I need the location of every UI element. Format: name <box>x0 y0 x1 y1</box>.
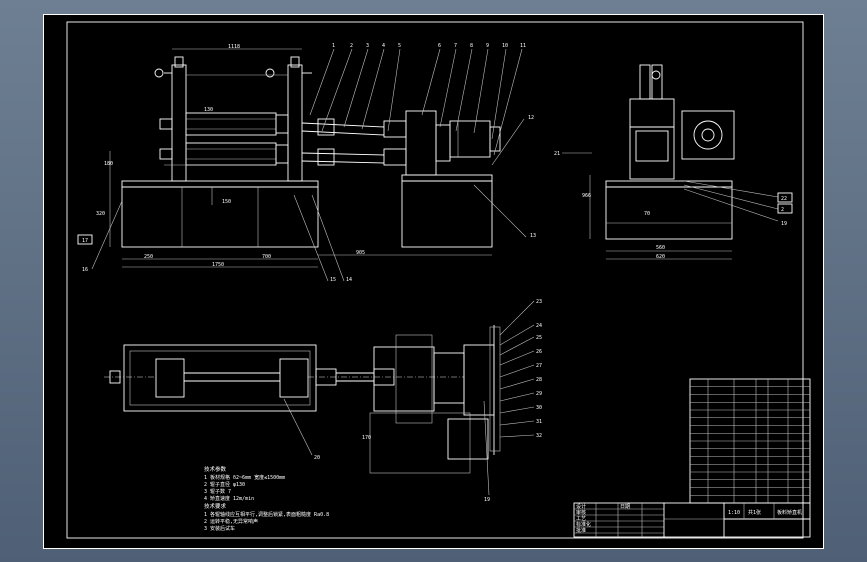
svg-text:966: 966 <box>582 193 591 199</box>
svg-text:审核: 审核 <box>576 509 586 516</box>
svg-text:7: 7 <box>454 43 457 49</box>
svg-text:16: 16 <box>82 267 88 273</box>
svg-text:13: 13 <box>530 233 536 239</box>
cardan-shaft <box>301 122 385 128</box>
drive-motor <box>449 120 491 158</box>
svg-text:3: 3 <box>366 43 369 49</box>
svg-text:250: 250 <box>144 254 153 260</box>
svg-text:180: 180 <box>104 161 113 167</box>
svg-text:标准化: 标准化 <box>576 521 591 528</box>
side-base <box>605 180 733 240</box>
side-view: 560 620 70 966 21 22 2 19 <box>554 64 793 260</box>
svg-text:2 运转平稳,无异常响声: 2 运转平稳,无异常响声 <box>204 518 258 525</box>
svg-text:23: 23 <box>536 299 542 305</box>
svg-text:3 安装后试车: 3 安装后试车 <box>204 525 235 532</box>
svg-text:2: 2 <box>350 43 353 49</box>
svg-text:150: 150 <box>222 199 231 205</box>
drawing-scale: 1:10 <box>728 510 740 516</box>
svg-text:29: 29 <box>536 391 542 397</box>
front-view: 1118 130 150 250 1750 700 905 180 320 1 … <box>77 43 536 283</box>
svg-text:批准: 批准 <box>576 527 586 534</box>
motor-base <box>401 174 493 248</box>
svg-text:620: 620 <box>656 254 665 260</box>
svg-text:1 板材规格 δ2~6mm 宽度≤1500mm: 1 板材规格 δ2~6mm 宽度≤1500mm <box>204 474 285 481</box>
svg-text:130: 130 <box>204 107 213 113</box>
lower-roll <box>185 142 277 166</box>
handwheel-icon <box>651 70 661 80</box>
svg-text:14: 14 <box>346 277 352 283</box>
svg-text:9: 9 <box>486 43 489 49</box>
svg-text:560: 560 <box>656 245 665 251</box>
svg-text:技术要求: 技术要求 <box>204 502 227 510</box>
svg-text:4 矫直速度 12m/min: 4 矫直速度 12m/min <box>204 495 254 502</box>
machine-base <box>121 180 319 248</box>
svg-text:19: 19 <box>484 497 490 503</box>
inner-frame <box>66 21 804 539</box>
svg-text:700: 700 <box>262 254 271 260</box>
svg-text:70: 70 <box>644 211 650 217</box>
svg-text:5: 5 <box>398 43 401 49</box>
drawing-canvas: 1118 130 150 250 1750 700 905 180 320 1 … <box>66 21 811 539</box>
handwheel-icon <box>265 68 275 78</box>
svg-text:3 辊子数 7: 3 辊子数 7 <box>204 488 231 495</box>
svg-text:27: 27 <box>536 363 542 369</box>
svg-text:22: 22 <box>781 196 787 202</box>
svg-text:905: 905 <box>356 250 365 256</box>
svg-text:320: 320 <box>96 211 105 217</box>
svg-text:11: 11 <box>520 43 526 49</box>
svg-text:日期: 日期 <box>620 504 630 510</box>
motor-flange-icon <box>693 120 723 150</box>
svg-text:1 各辊轴线应互相平行,调整后锁紧,表面粗糙度 Ra0.8: 1 各辊轴线应互相平行,调整后锁紧,表面粗糙度 Ra0.8 <box>204 511 329 518</box>
left-column <box>171 64 187 182</box>
svg-text:设计: 设计 <box>576 503 586 510</box>
svg-text:8: 8 <box>470 43 473 49</box>
technical-notes: 技术参数 1 板材规格 δ2~6mm 宽度≤1500mm 2 辊子直径 φ130… <box>204 465 329 532</box>
svg-text:170: 170 <box>362 435 371 441</box>
svg-text:24: 24 <box>536 323 542 329</box>
svg-text:10: 10 <box>502 43 508 49</box>
svg-text:6: 6 <box>438 43 441 49</box>
dim-top-span: 1118 <box>228 44 240 50</box>
svg-text:12: 12 <box>528 115 534 121</box>
svg-text:4: 4 <box>382 43 385 49</box>
parts-list <box>689 378 811 504</box>
svg-text:32: 32 <box>536 433 542 439</box>
cardan-shaft <box>301 152 385 156</box>
notes-heading: 技术参数 <box>204 465 227 473</box>
svg-text:31: 31 <box>536 419 542 425</box>
plan-frame <box>123 344 317 412</box>
handwheel-icon <box>154 68 164 78</box>
svg-text:30: 30 <box>536 405 542 411</box>
svg-text:工艺: 工艺 <box>576 516 586 522</box>
svg-text:1: 1 <box>332 43 335 49</box>
svg-text:21: 21 <box>554 151 560 157</box>
plan-view: 170 19 20 23 24 25 26 27 28 29 30 31 32 <box>104 299 542 503</box>
svg-text:19: 19 <box>781 221 787 227</box>
svg-text:25: 25 <box>536 335 542 341</box>
upper-roll <box>185 112 277 136</box>
plan-reducer <box>373 346 435 412</box>
svg-text:17: 17 <box>82 238 88 244</box>
title-block: 设计 审核 工艺 标准化 批准 日期 板料矫直机 1:10 共1张 <box>573 502 811 538</box>
housing <box>629 98 675 180</box>
svg-text:2: 2 <box>781 207 784 213</box>
dim-total: 1750 <box>212 262 224 268</box>
svg-text:20: 20 <box>314 455 320 461</box>
svg-text:2 辊子直径 φ130: 2 辊子直径 φ130 <box>204 481 245 488</box>
right-column <box>287 64 303 182</box>
drawing-sheet: 1118 130 150 250 1750 700 905 180 320 1 … <box>43 14 824 549</box>
svg-text:26: 26 <box>536 349 542 355</box>
drawing-title: 板料矫直机 <box>777 509 802 516</box>
svg-text:15: 15 <box>330 277 336 283</box>
plan-motor <box>463 344 495 416</box>
sheet-count: 共1张 <box>748 509 761 516</box>
svg-text:28: 28 <box>536 377 542 383</box>
side-motor <box>681 110 735 160</box>
gear-reducer <box>405 110 437 176</box>
